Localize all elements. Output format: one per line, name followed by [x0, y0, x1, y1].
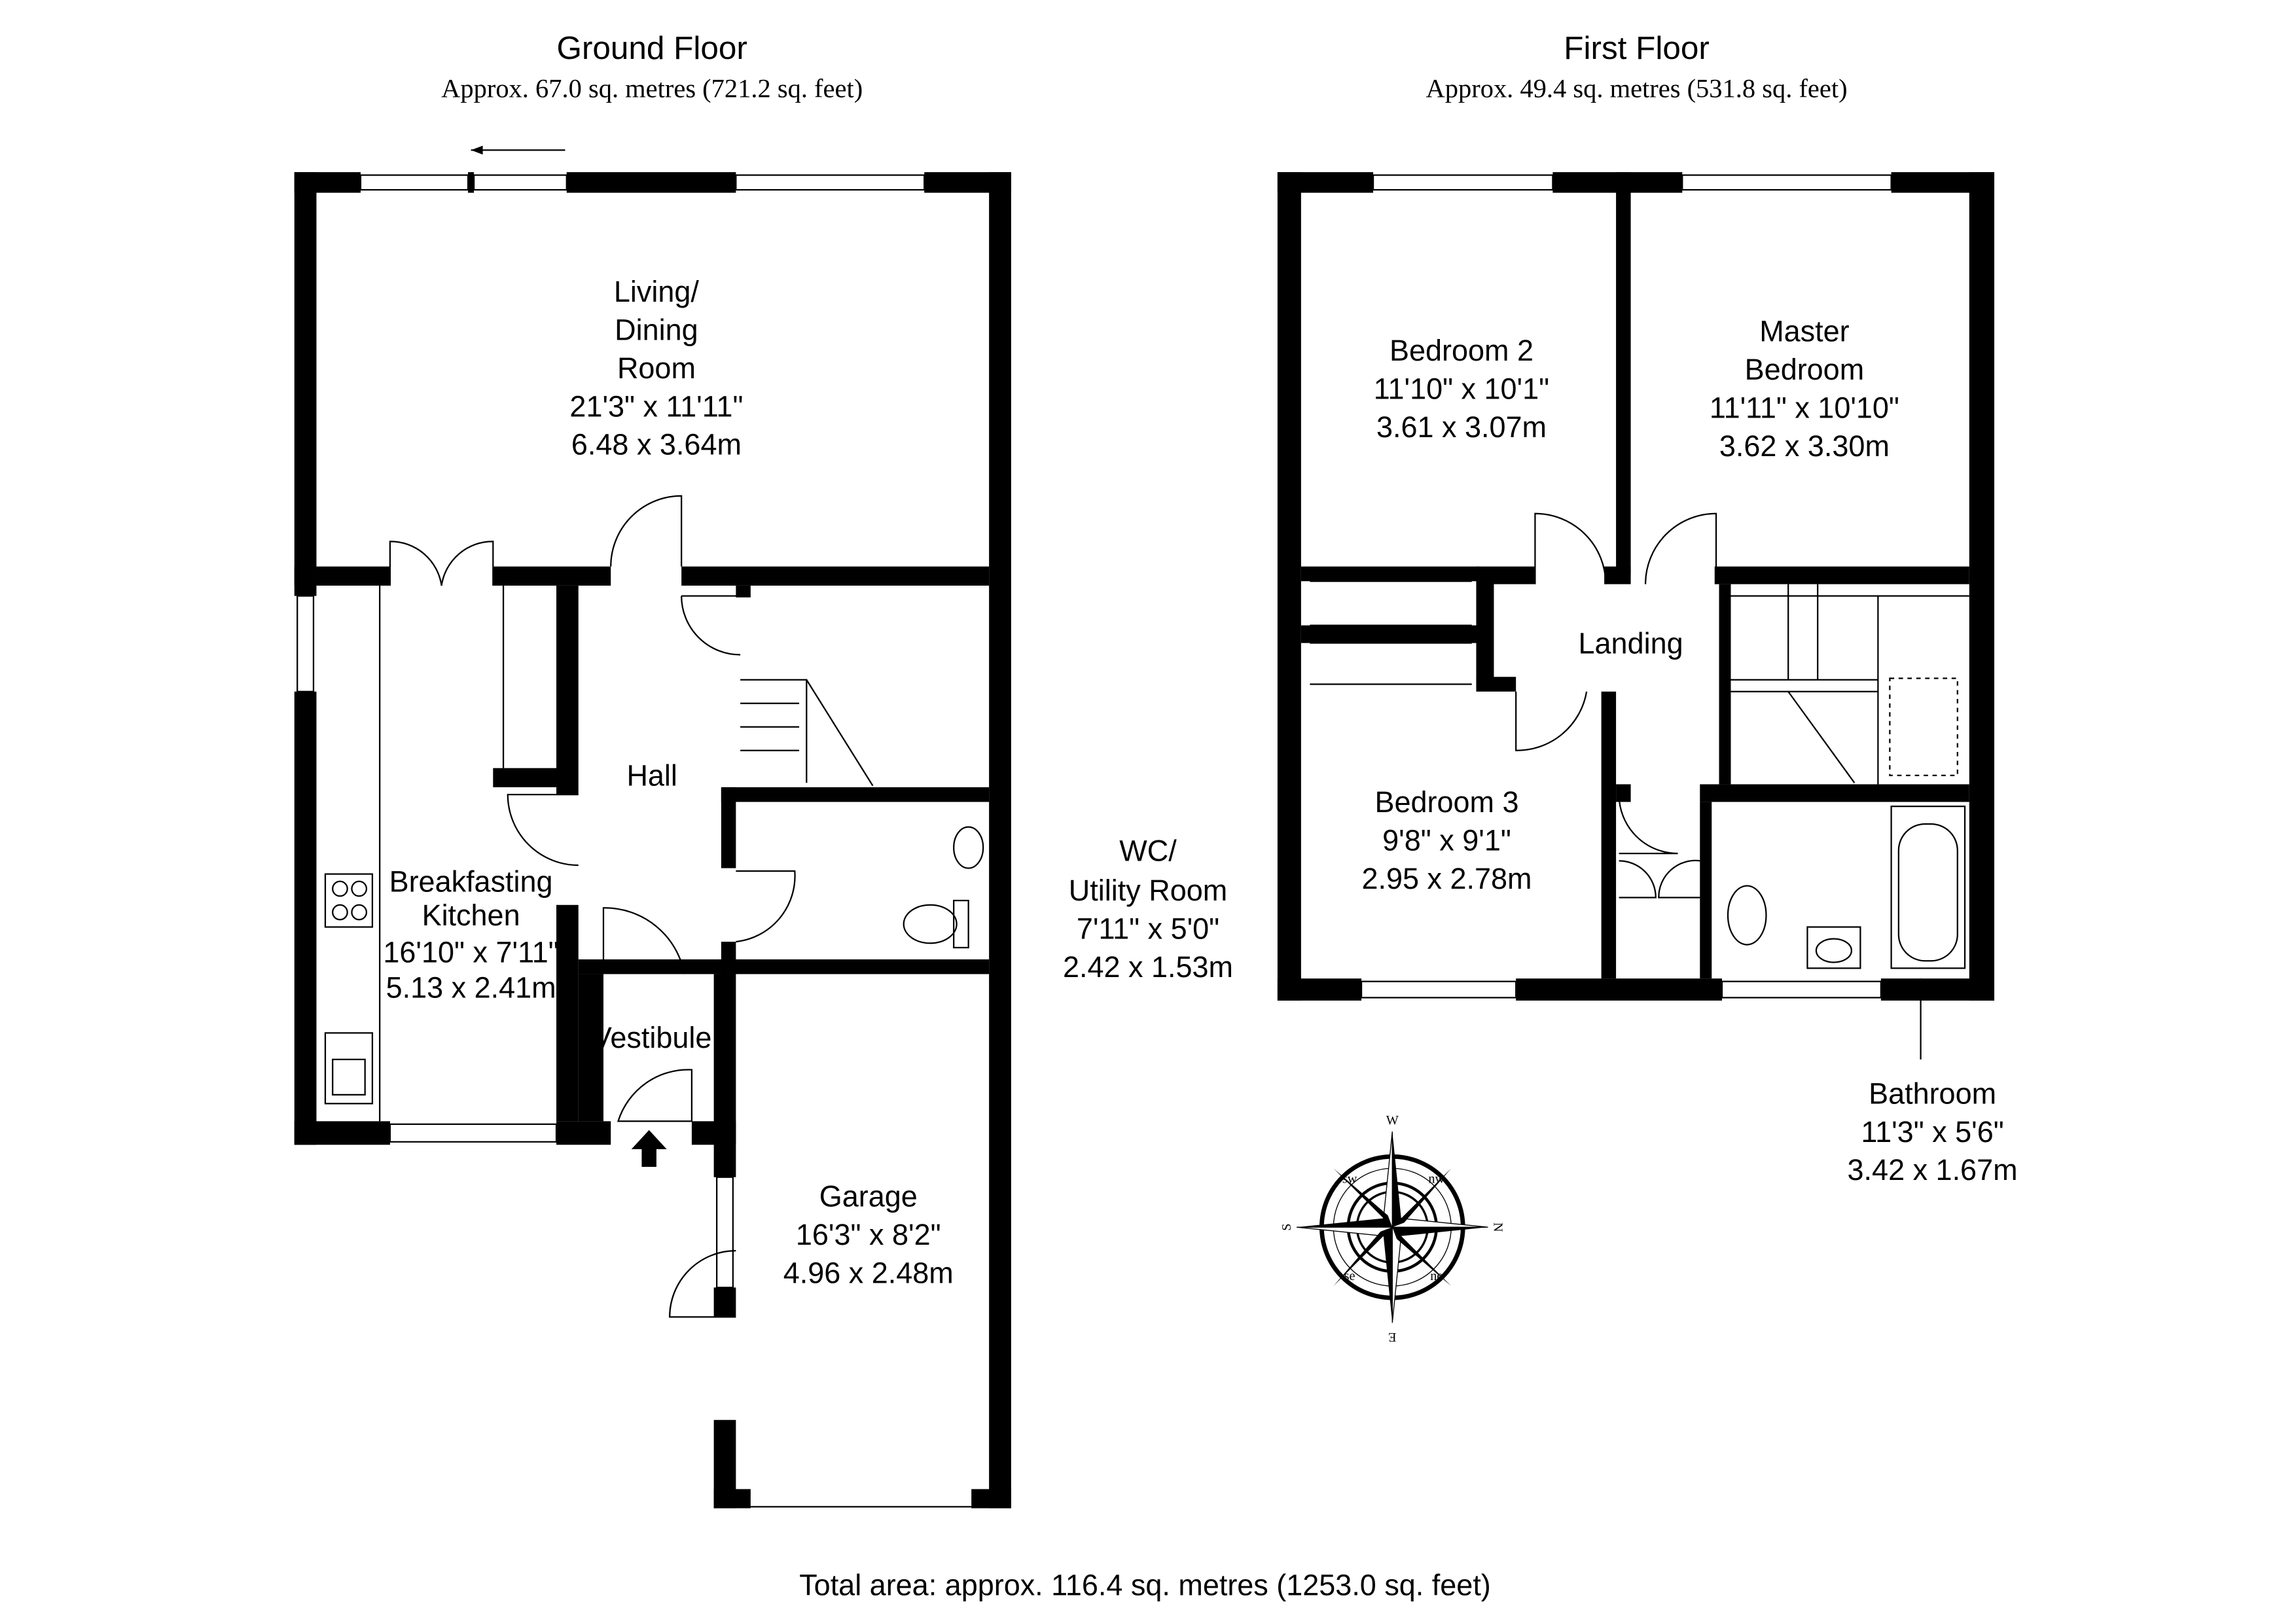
svg-text:3.61 x 3.07m: 3.61 x 3.07m: [1376, 410, 1547, 444]
svg-text:2.95 x 2.78m: 2.95 x 2.78m: [1361, 862, 1532, 895]
room-garage: Garage 16'3" x 8'2" 4.96 x 2.48m: [783, 1180, 954, 1290]
first-floor-title: First Floor: [1564, 30, 1710, 66]
ground-floor-title: Ground Floor: [556, 30, 747, 66]
room-bedroom-3: Bedroom 3 9'8" x 9'1" 2.95 x 2.78m: [1361, 785, 1532, 895]
svg-text:Living/: Living/: [614, 275, 700, 308]
room-bathroom: Bathroom 11'3" x 5'6" 3.42 x 1.67m: [1848, 1077, 2018, 1186]
svg-text:E: E: [1388, 1330, 1396, 1344]
svg-text:3.62 x 3.30m: 3.62 x 3.30m: [1719, 429, 1890, 463]
svg-text:WC/: WC/: [1119, 834, 1177, 867]
room-landing: Landing: [1579, 626, 1683, 660]
svg-text:7'11" x 5'0": 7'11" x 5'0": [1077, 912, 1219, 945]
svg-text:3.42 x 1.67m: 3.42 x 1.67m: [1848, 1153, 2018, 1186]
hob-icon: [324, 873, 374, 928]
svg-text:9'8" x 9'1": 9'8" x 9'1": [1382, 824, 1511, 857]
svg-text:Kitchen: Kitchen: [422, 899, 520, 932]
room-kitchen: Breakfasting Kitchen 16'10" x 7'11" 5.13…: [383, 865, 558, 1005]
svg-text:sw: sw: [1342, 1172, 1357, 1186]
svg-text:6.48 x 3.64m: 6.48 x 3.64m: [571, 428, 742, 461]
room-wc-utility: WC/ Utility Room 7'11" x 5'0" 2.42 x 1.5…: [1063, 834, 1233, 984]
svg-text:Bedroom 3: Bedroom 3: [1374, 785, 1518, 819]
svg-text:Dining: Dining: [615, 313, 698, 346]
svg-text:Bedroom: Bedroom: [1745, 353, 1864, 386]
svg-text:4.96 x 2.48m: 4.96 x 2.48m: [783, 1257, 954, 1290]
toilet-icon: [903, 899, 969, 949]
svg-text:Bathroom: Bathroom: [1869, 1077, 1996, 1110]
bath-icon: [1890, 806, 1966, 969]
svg-text:11'10" x 10'1": 11'10" x 10'1": [1374, 372, 1549, 405]
svg-text:Room: Room: [617, 351, 696, 385]
svg-text:2.42 x 1.53m: 2.42 x 1.53m: [1063, 950, 1233, 984]
svg-text:21'3" x 11'11": 21'3" x 11'11": [569, 389, 743, 423]
svg-text:ne: ne: [1430, 1269, 1443, 1283]
sink-icon: [324, 1032, 374, 1105]
svg-text:11'3" x 5'6": 11'3" x 5'6": [1861, 1115, 2003, 1149]
svg-text:Garage: Garage: [819, 1180, 918, 1213]
svg-text:N: N: [1490, 1222, 1505, 1232]
toilet-icon: [1727, 885, 1767, 946]
entrance-arrow-icon: [631, 1130, 667, 1167]
first-floor-area: Approx. 49.4 sq. metres (531.8 sq. feet): [1426, 73, 1848, 103]
svg-text:W: W: [1386, 1113, 1399, 1128]
svg-text:16'10" x 7'11": 16'10" x 7'11": [383, 935, 558, 969]
room-vestibule: Vestibule: [592, 1021, 712, 1054]
ground-floor-walls: [294, 145, 1011, 1508]
svg-text:Breakfasting: Breakfasting: [389, 865, 553, 899]
svg-text:11'11" x 10'10": 11'11" x 10'10": [1710, 391, 1899, 425]
svg-text:Master: Master: [1759, 315, 1849, 348]
svg-text:5.13 x 2.41m: 5.13 x 2.41m: [386, 971, 556, 1004]
svg-text:se: se: [1344, 1269, 1355, 1283]
first-floor-walls: [1277, 172, 1995, 1060]
basin-icon: [953, 826, 984, 869]
room-living-dining: Living/ Dining Room 21'3" x 11'11" 6.48 …: [569, 275, 743, 461]
room-bedroom-2: Bedroom 2 11'10" x 10'1" 3.61 x 3.07m: [1374, 334, 1549, 444]
svg-text:16'3" x 8'2": 16'3" x 8'2": [796, 1218, 941, 1251]
svg-text:nw: nw: [1428, 1172, 1444, 1186]
room-hall: Hall: [626, 759, 677, 793]
room-master-bedroom: Master Bedroom 11'11" x 10'10" 3.62 x 3.…: [1710, 315, 1899, 463]
svg-text:Utility Room: Utility Room: [1069, 874, 1227, 907]
compass-rose-icon: W E N S sw nw ne se: [1280, 1113, 1505, 1344]
total-area: Total area: approx. 116.4 sq. metres (12…: [799, 1568, 1491, 1601]
svg-text:S: S: [1280, 1224, 1294, 1231]
ground-floor-area: Approx. 67.0 sq. metres (721.2 sq. feet): [441, 73, 863, 103]
basin-icon: [1806, 926, 1861, 969]
svg-text:Bedroom 2: Bedroom 2: [1390, 334, 1534, 367]
